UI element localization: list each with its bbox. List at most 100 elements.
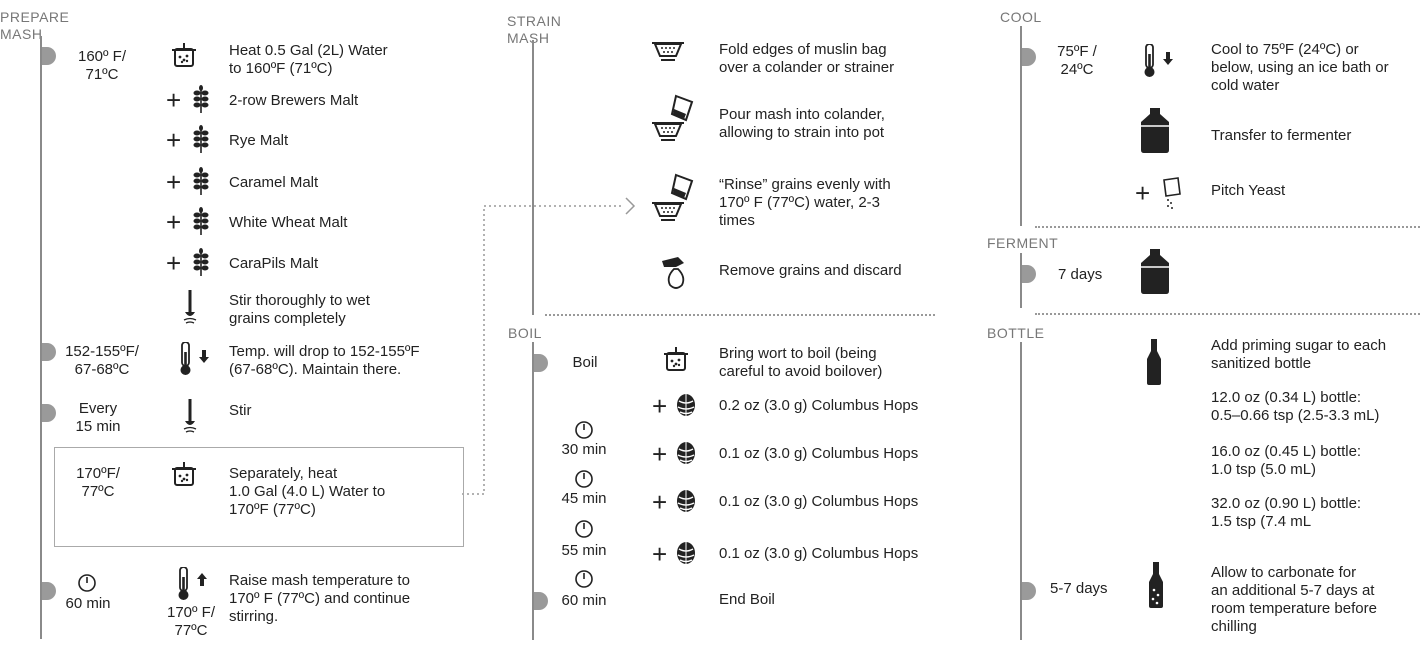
separator-strain-boil (545, 314, 935, 316)
timer-icon (575, 570, 593, 588)
plus-icon: + (166, 207, 182, 237)
bottle-icon (1149, 562, 1163, 608)
plus-icon: + (652, 391, 668, 421)
hops-addition-3: 0.1 oz (3.0 g) Columbus Hops (719, 493, 919, 510)
ferment-duration: 7 days (1058, 266, 1103, 283)
timeline-dot (1022, 582, 1036, 600)
step-raise-temp: Raise mash temperature to 170º F (77ºC) … (229, 572, 411, 625)
section-boil: BOIL (508, 325, 542, 341)
timeline-dot (42, 582, 56, 600)
timeline-ferment (1020, 253, 1022, 308)
timeline-boil (532, 342, 534, 640)
hops-icon (676, 393, 696, 417)
cool-temp: 75ºF / 24ºC (1057, 43, 1097, 78)
hops-icon (676, 541, 696, 565)
plus-icon: + (652, 439, 668, 469)
ingredient-carapils: CaraPils Malt (229, 255, 319, 272)
step-temp-152: 152-155ºF/ 67-68ºC (65, 343, 139, 378)
timeline-dot (1022, 265, 1036, 283)
cool-transfer: Transfer to fermenter (1211, 127, 1352, 144)
strainer-icon (652, 202, 684, 221)
timeline-prepare-mash (40, 36, 42, 639)
step-temp-170: 170ºF/ 77ºC (76, 465, 120, 500)
bottle-carbonate: Allow to carbonate for an additional 5-7… (1211, 564, 1377, 635)
pot-icon (172, 462, 197, 486)
grain-icon (192, 248, 210, 277)
section-prepare-mash: PREPARE MASH (0, 9, 70, 42)
section-cool: COOL (1000, 9, 1042, 25)
arrow-down-icon (199, 350, 209, 363)
bottle-icon (1147, 339, 1161, 385)
yeast-packet-icon (1163, 177, 1181, 209)
timeline-bottle (1020, 342, 1022, 640)
step-temp-160: 160º F/ 71ºC (77, 48, 126, 83)
spoon-icon (182, 399, 198, 434)
step-separately-heat: Separately, heat 1.0 Gal (4.0 L) Water t… (229, 465, 386, 518)
pot-icon (172, 43, 197, 67)
carboy-icon (1140, 249, 1170, 295)
hand-bag-icon (662, 257, 685, 289)
hops-icon (676, 489, 696, 513)
grain-icon (192, 125, 210, 154)
ingredient-2row: 2-row Brewers Malt (229, 92, 359, 109)
plus-icon: + (166, 248, 182, 278)
separator-ferment-bottle (1035, 313, 1420, 315)
arrow-up-icon (197, 573, 207, 586)
timeline-dot (534, 592, 548, 610)
hops-addition-1: 0.2 oz (3.0 g) Columbus Hops (719, 397, 919, 414)
step-heat-water: Heat 0.5 Gal (2L) Water to 160ºF (71ºC) (229, 42, 388, 77)
thermometer-icon (179, 342, 192, 376)
timeline-dot (42, 404, 56, 422)
section-ferment: FERMENT (987, 235, 1059, 251)
timeline-strain-mash (532, 40, 534, 315)
separator-cool-ferment (1035, 226, 1420, 228)
carboy-icon (1140, 108, 1170, 154)
timer-icon (78, 574, 96, 592)
boil-start: Boil (572, 354, 598, 371)
boil-bring-wort: Bring wort to boil (being careful to avo… (719, 345, 883, 380)
cool-pitch-yeast: Pitch Yeast (1211, 182, 1286, 199)
timer-icon (575, 520, 593, 538)
strainer-icon (652, 42, 684, 61)
strainer-icon (652, 122, 684, 141)
timer-icon (575, 421, 593, 439)
bottle-16oz: 16.0 oz (0.45 L) bottle: 1.0 tsp (5.0 mL… (1211, 443, 1362, 478)
bottle-32oz: 32.0 oz (0.90 L) bottle: 1.5 tsp (7.4 mL (1211, 495, 1362, 530)
ingredient-rye: Rye Malt (229, 132, 289, 149)
section-strain-mash: STRAIN MASH (507, 13, 562, 46)
bottle-carbonate-duration: 5-7 days (1050, 580, 1108, 597)
bottle-12oz: 12.0 oz (0.34 L) bottle: 0.5–0.66 tsp (2… (1211, 389, 1380, 424)
timeline-dot (1022, 48, 1036, 66)
plus-icon: + (166, 167, 182, 197)
boil-55-min: 55 min (561, 542, 607, 559)
step-temp-drop: Temp. will drop to 152-155ºF (67-68ºC). … (229, 343, 420, 378)
section-bottle: BOTTLE (987, 325, 1045, 341)
thermometer-icon (1143, 44, 1156, 78)
step-stir-thoroughly: Stir thoroughly to wet grains completely (229, 292, 370, 327)
thermometer-icon (177, 567, 190, 601)
grain-icon (192, 85, 210, 114)
plus-icon: + (652, 539, 668, 569)
hops-addition-4: 0.1 oz (3.0 g) Columbus Hops (719, 545, 919, 562)
timeline-dot (42, 343, 56, 361)
timeline-dot (534, 354, 548, 372)
strain-pour-mash: Pour mash into colander, allowing to str… (719, 106, 885, 141)
separate-heat-box (54, 447, 464, 547)
step-every-15: Every 15 min (75, 400, 121, 435)
strain-rinse-grains: “Rinse” grains evenly with 170º F (77ºC)… (719, 176, 891, 229)
boil-30-min: 30 min (561, 441, 607, 458)
grain-icon (192, 207, 210, 236)
plus-icon: + (166, 125, 182, 155)
arrow-down-icon (1163, 52, 1173, 65)
spoon-icon (182, 290, 198, 325)
timer-icon (575, 470, 593, 488)
ingredient-caramel: Caramel Malt (229, 174, 319, 191)
strain-remove-grains: Remove grains and discard (719, 262, 902, 279)
bottle-priming: Add priming sugar to each sanitized bott… (1211, 337, 1387, 372)
step-stir: Stir (229, 402, 252, 419)
boil-45-min: 45 min (561, 490, 607, 507)
plus-icon: + (166, 85, 182, 115)
boil-60-min: 60 min (561, 592, 607, 609)
pour-icon (671, 174, 693, 200)
plus-icon: + (1135, 178, 1151, 208)
